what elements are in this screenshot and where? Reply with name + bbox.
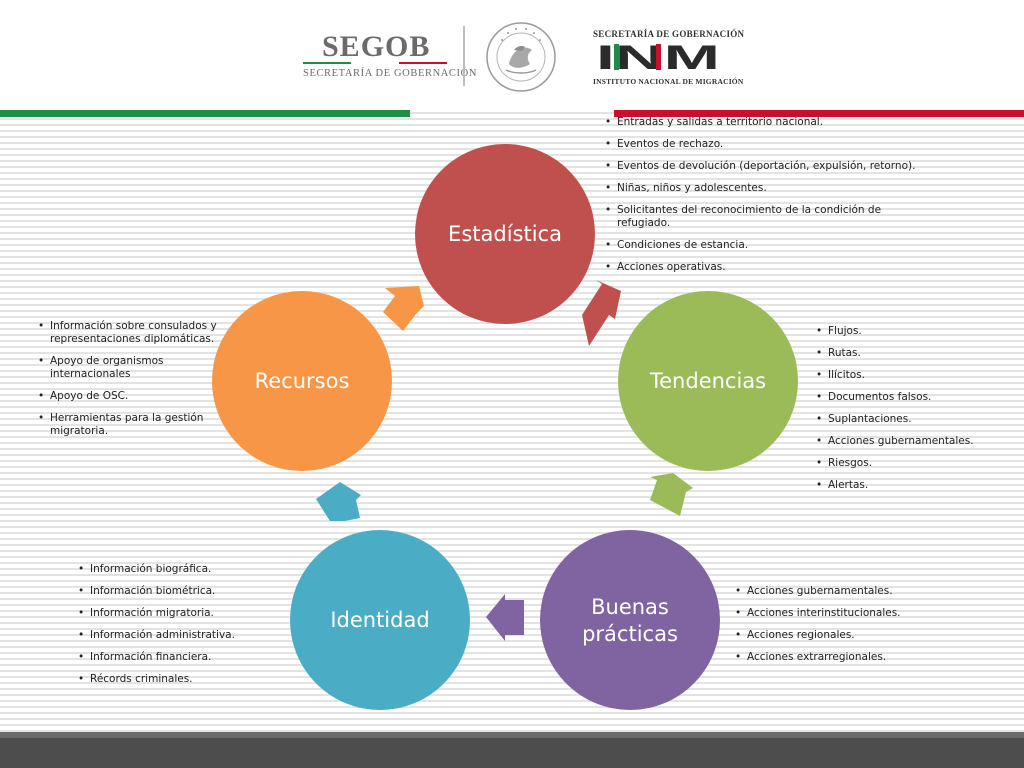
- list-item: Información biométrica.: [78, 585, 278, 598]
- national-seal-icon: [486, 22, 556, 92]
- arrow-buenas-to-identidad: [486, 594, 524, 641]
- circle-identidad: [290, 530, 470, 710]
- node-label-buenas-practicas: Buenas prácticas: [540, 594, 720, 648]
- node-label-buenas-line1: Buenas: [591, 595, 669, 619]
- list-identidad: Información biográfica. Información biom…: [78, 563, 278, 695]
- arrow-identidad-to-recursos: [316, 482, 361, 521]
- node-label-tendencias: Tendencias: [649, 368, 767, 393]
- list-tendencias: Flujos. Rutas. Ilícitos. Documentos fals…: [816, 325, 1006, 501]
- circle-buenas-practicas: [540, 530, 720, 710]
- list-buenas-practicas: Acciones gubernamentales. Acciones inter…: [735, 585, 955, 673]
- node-label-buenas-line2: prácticas: [582, 622, 678, 646]
- list-item: Acciones gubernamentales.: [735, 585, 955, 598]
- list-item: Eventos de rechazo.: [605, 138, 925, 151]
- inm-logo-bottom-text: INSTITUTO NACIONAL DE MIGRACIÓN: [593, 77, 744, 86]
- list-item: Acciones gubernamentales.: [816, 435, 1006, 448]
- list-item: Información financiera.: [78, 651, 278, 664]
- list-item: Documentos falsos.: [816, 391, 1006, 404]
- list-item: Flujos.: [816, 325, 1006, 338]
- list-item: Solicitantes del reconocimiento de la co…: [605, 204, 925, 230]
- circle-recursos: [212, 291, 392, 471]
- list-estadistica: Entradas y salidas a territorio nacional…: [605, 116, 925, 283]
- logo-divider: [463, 26, 465, 86]
- list-item: Ilícitos.: [816, 369, 1006, 382]
- list-item: Herramientas para la gestión migratoria.: [38, 412, 228, 438]
- arrow-recursos-to-estadistica: [383, 286, 424, 331]
- node-label-identidad: Identidad: [330, 607, 430, 632]
- list-item: Información migratoria.: [78, 607, 278, 620]
- footer-highlight: [0, 732, 1024, 738]
- list-item: Apoyo de OSC.: [38, 390, 228, 403]
- segob-logo-subtitle: SECRETARÍA DE GOBERNACIÓN: [303, 68, 477, 79]
- inm-logo-top-text: SECRETARÍA DE GOBERNACIÓN: [593, 29, 745, 39]
- list-item: Suplantaciones.: [816, 413, 1006, 426]
- list-item: Información biográfica.: [78, 563, 278, 576]
- list-item: Apoyo de organismos internacionales: [38, 355, 228, 381]
- list-item: Niñas, niños y adolescentes.: [605, 182, 925, 195]
- red-stripe: [614, 110, 1024, 117]
- list-item: Rutas.: [816, 347, 1006, 360]
- node-label-estadistica: Estadística: [448, 221, 562, 246]
- list-item: Riesgos.: [816, 457, 1006, 470]
- circle-estadistica: [415, 144, 595, 324]
- arrow-estadistica-to-tendencias: [582, 280, 621, 346]
- green-stripe: [0, 110, 410, 117]
- list-item: Récords criminales.: [78, 673, 278, 686]
- list-item: Alertas.: [816, 479, 1006, 492]
- list-item: Condiciones de estancia.: [605, 239, 925, 252]
- list-item: Información administrativa.: [78, 629, 278, 642]
- node-label-recursos: Recursos: [254, 368, 350, 393]
- segob-logo-title: SEGOB: [322, 30, 431, 63]
- footer-bar: [0, 732, 1024, 768]
- header: SEGOB SECRETARÍA DE GOBERNACIÓN SECRETAR…: [0, 0, 1024, 108]
- segob-logo-rule: [303, 62, 447, 64]
- list-item: Acciones regionales.: [735, 629, 955, 642]
- list-item: Entradas y salidas a territorio nacional…: [605, 116, 925, 129]
- circle-tendencias: [618, 291, 798, 471]
- list-item: Acciones extrarregionales.: [735, 651, 955, 664]
- list-item: Eventos de devolución (deportación, expu…: [605, 160, 925, 173]
- list-item: Acciones interinstitucionales.: [735, 607, 955, 620]
- list-recursos: Información sobre consulados y represent…: [38, 320, 228, 447]
- inm-logo: INM: [594, 40, 722, 72]
- list-item: Acciones operativas.: [605, 261, 925, 274]
- list-item: Información sobre consulados y represent…: [38, 320, 228, 346]
- arrow-tendencias-to-buenas: [650, 473, 693, 516]
